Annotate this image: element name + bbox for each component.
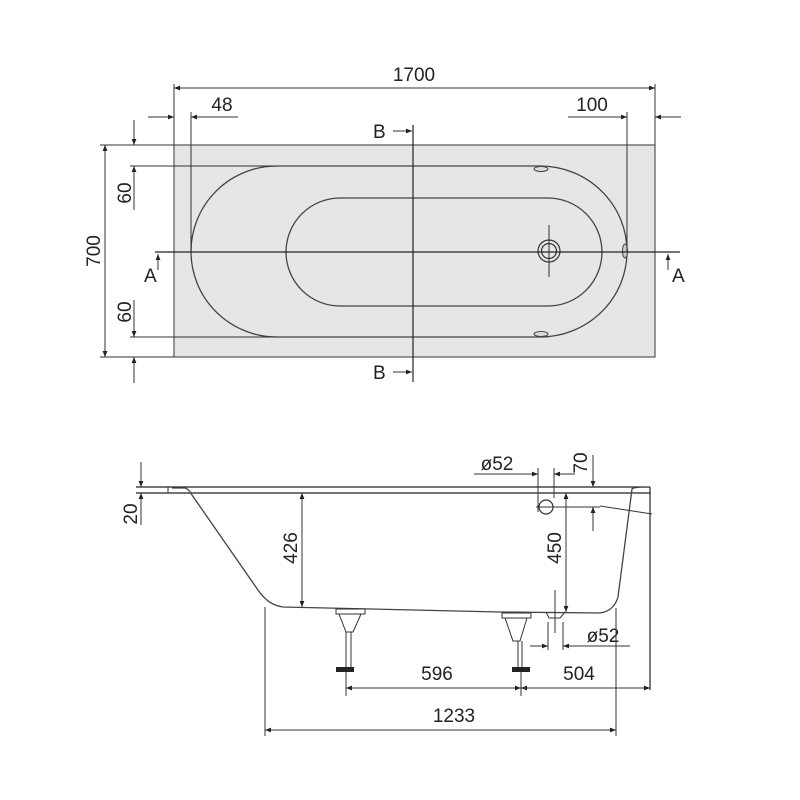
dim-rim-thickness: 20 (121, 503, 142, 524)
dim-inner-depth: 426 (281, 532, 302, 564)
section-b-bottom-label: B (373, 363, 386, 384)
handle-hole-bottom (533, 331, 549, 337)
dim-overflow-offset: 70 (571, 452, 592, 473)
outer-basin-outline (190, 165, 628, 338)
section-a-right-label: A (672, 266, 685, 287)
tub-top-outline (173, 144, 656, 358)
dim-bottom-rim: 60 (115, 301, 136, 322)
side-view: 20 426 ø52 70 450 ø52 596 504 (121, 452, 653, 736)
inner-basin-outline (285, 197, 603, 307)
tub-side-profile (172, 486, 651, 614)
dim-overall-length: 1700 (393, 65, 435, 86)
leg-right (501, 612, 532, 672)
top-view: 1700 48 100 700 60 60 A A B B (84, 65, 685, 384)
drain-icon (537, 225, 561, 277)
handle-hole-top (533, 166, 549, 172)
section-b-top-label: B (373, 122, 386, 143)
section-a-left-label: A (144, 266, 157, 287)
dim-bottom-length: 1233 (433, 706, 475, 727)
dim-overflow-to-drain: 450 (545, 532, 566, 564)
dim-leg-spacing: 596 (421, 664, 453, 685)
dim-top-rim: 60 (115, 182, 136, 203)
leg-left (335, 608, 366, 672)
dim-drain-diameter: ø52 (587, 626, 620, 647)
dim-right-rim: 100 (576, 95, 608, 116)
dim-overflow-diameter: ø52 (481, 454, 514, 475)
dim-overall-width: 700 (84, 235, 105, 267)
dim-leg-to-end: 504 (563, 664, 595, 685)
dim-left-rim: 48 (211, 95, 232, 116)
